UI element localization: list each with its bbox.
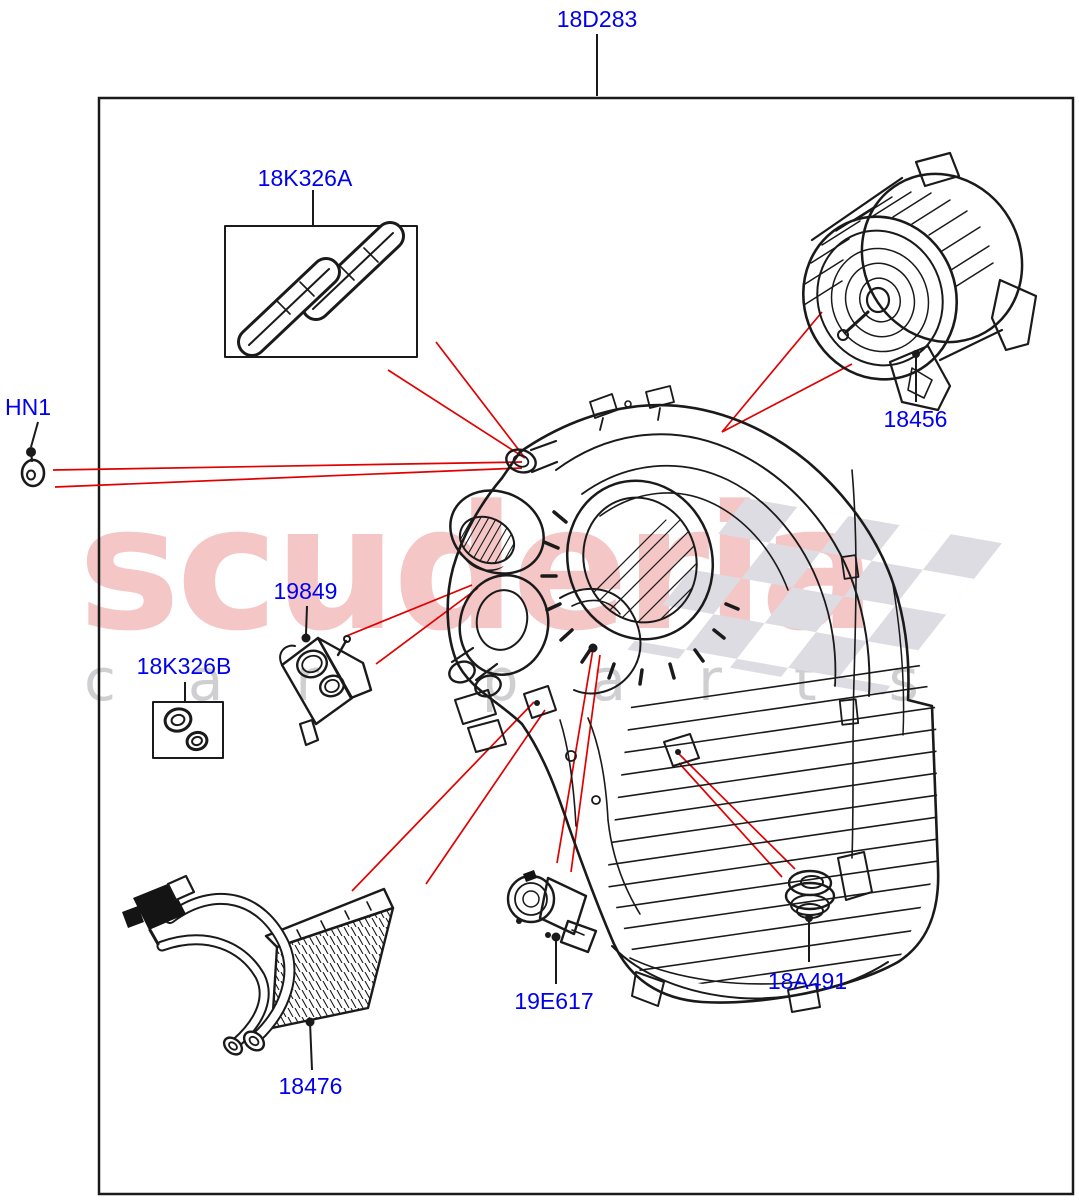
callout-valve bbox=[305, 605, 308, 635]
opening-teeth bbox=[540, 510, 740, 686]
part-label-blower-motor[interactable]: 18456 bbox=[883, 406, 948, 432]
leader-grommet-b bbox=[678, 762, 783, 878]
leader-filter-b bbox=[387, 369, 526, 459]
leader-filter-a bbox=[435, 341, 526, 459]
red-leader-lines bbox=[52, 311, 853, 892]
part-label-fastener[interactable]: HN1 bbox=[4, 394, 51, 420]
leader-grommet-a bbox=[678, 753, 796, 870]
part-expansion-valve bbox=[279, 635, 373, 747]
watermark: scuderia car parts bbox=[78, 468, 1003, 714]
leader-actuator-a bbox=[556, 648, 594, 864]
part-grommet bbox=[784, 869, 836, 919]
checkered-flag-watermark bbox=[627, 498, 1003, 695]
leader-hn1-b bbox=[54, 467, 523, 488]
leader-valve-b bbox=[375, 587, 479, 665]
part-label-oring-kit[interactable]: 18K326B bbox=[136, 653, 232, 679]
part-blower-motor bbox=[801, 151, 1038, 412]
part-label-actuator[interactable]: 19E617 bbox=[514, 988, 594, 1014]
leader-blower-b bbox=[721, 363, 853, 433]
part-heater-core bbox=[122, 874, 395, 1056]
part-main-housing bbox=[446, 385, 940, 1013]
part-label-grommet[interactable]: 18A491 bbox=[767, 968, 848, 994]
leader-valve-a bbox=[343, 584, 473, 638]
part-label-heater-core[interactable]: 18476 bbox=[278, 1073, 343, 1099]
part-hn1-fastener bbox=[20, 447, 46, 488]
line-art bbox=[20, 151, 1038, 1056]
callout-hn1 bbox=[30, 421, 39, 448]
part-actuator bbox=[506, 870, 598, 954]
callout-core bbox=[309, 1021, 313, 1071]
diagram-border-box bbox=[97, 96, 1075, 1196]
leader-hn1-a bbox=[52, 461, 523, 471]
leader-actuator-b bbox=[570, 654, 601, 873]
part-label-assembly[interactable]: 18D283 bbox=[556, 6, 638, 32]
part-label-filter-kit[interactable]: 18K326A bbox=[257, 165, 353, 191]
leader-core-a bbox=[351, 701, 535, 892]
part-label-expansion-valve[interactable]: 19849 bbox=[273, 578, 338, 604]
blower-slats bbox=[803, 191, 994, 306]
leader-blower-a bbox=[721, 311, 823, 433]
part-filter-box bbox=[224, 221, 418, 358]
part-oring-kit bbox=[152, 701, 224, 759]
leader-core-b bbox=[425, 709, 546, 885]
